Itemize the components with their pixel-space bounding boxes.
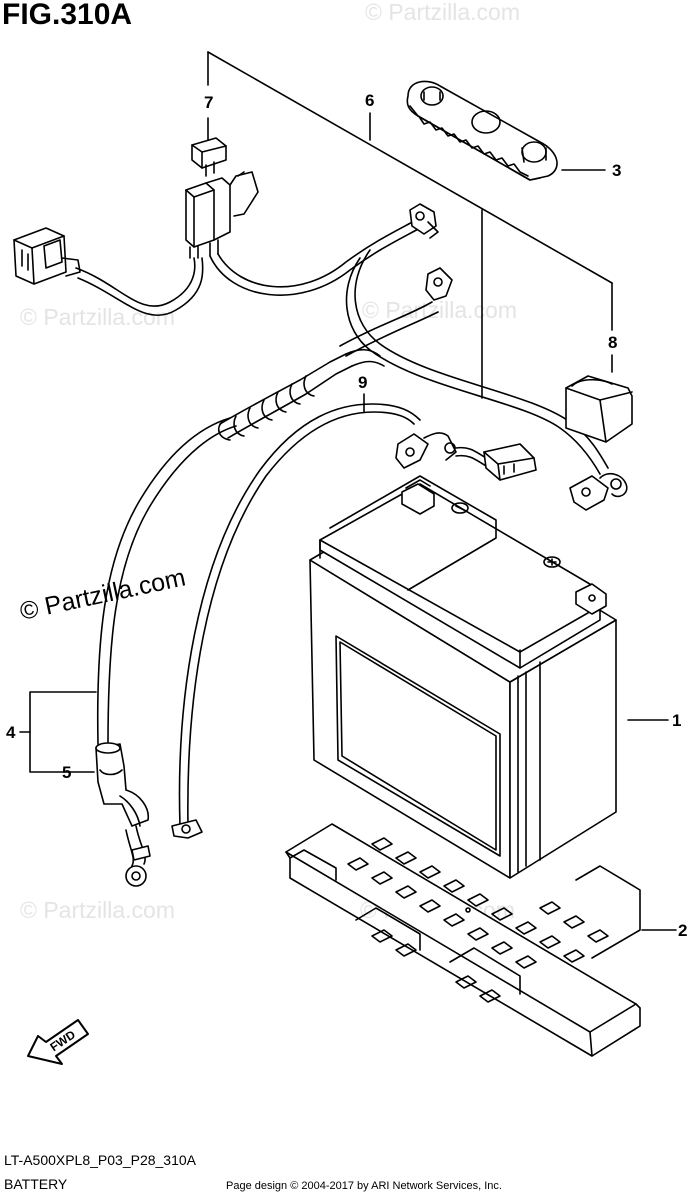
wire-coupler — [13, 227, 81, 285]
battery — [309, 475, 617, 879]
callout-7: 7 — [204, 93, 213, 112]
battery-tray — [285, 823, 641, 1057]
footer-copyright: Page design © 2004-2017 by ARI Network S… — [226, 1180, 502, 1192]
watermark: © Partzilla.com — [365, 0, 520, 25]
watermark: © Partzilla.com — [20, 897, 175, 923]
callout-2: 2 — [678, 921, 687, 940]
callout-3: 3 — [612, 161, 621, 180]
fwd-arrow-icon: FWD — [27, 1019, 89, 1065]
ring-terminal — [425, 267, 453, 301]
callout-6: 6 — [365, 91, 374, 110]
fuse — [191, 137, 227, 177]
callout-numbers: 7 6 3 8 9 1 4 5 2 — [6, 91, 687, 940]
callout-1: 1 — [672, 711, 681, 730]
figure-name: BATTERY — [4, 1176, 68, 1192]
leader-4-5 — [19, 691, 97, 773]
figure-title: FIG.310A — [2, 0, 133, 31]
watermark: © Partzilla.com — [20, 304, 175, 330]
figure-code: LT-A500XPL8_P03_P28_310A — [4, 1152, 197, 1168]
callout-9: 9 — [358, 373, 367, 392]
ring-terminal-positive — [569, 472, 628, 511]
ring-terminal — [409, 203, 439, 239]
tray-slots — [347, 837, 609, 1003]
callout-4: 4 — [6, 723, 16, 742]
terminal-cover-strip — [406, 80, 606, 181]
watermark: © Partzilla.com — [362, 297, 517, 323]
battery-cable-positive — [95, 348, 385, 887]
battery-cable-negative — [171, 403, 537, 839]
fuse-holder — [185, 171, 259, 259]
group-bracket-6-7-8 — [207, 51, 613, 399]
wiring-harness — [75, 219, 609, 475]
callout-5: 5 — [62, 763, 71, 782]
callout-8: 8 — [608, 333, 617, 352]
terminal-cap — [565, 375, 633, 443]
